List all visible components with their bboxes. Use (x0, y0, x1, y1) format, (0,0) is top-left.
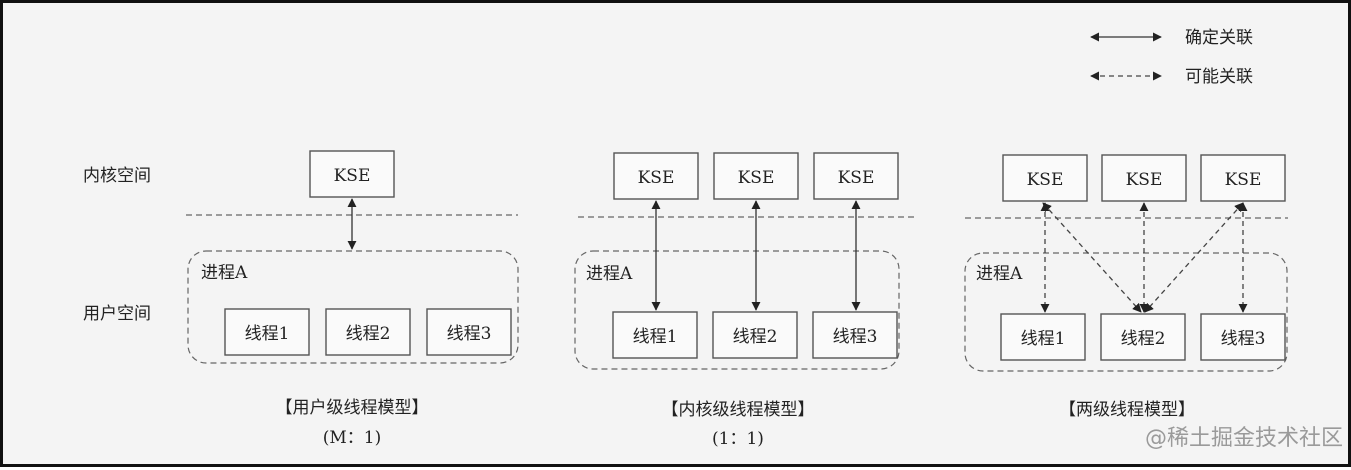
thread-label-1: 线程1 (245, 324, 290, 344)
thread-box-3 (1200, 313, 1286, 361)
user-level-model: KSE 进程A 线程1 线程2 线程3 【用户级线程模型】 (M：1) (186, 150, 519, 448)
kernel-level-model: KSE KSE KSE 进程A 线程1 线程2 线程3 【内核级线程模型】 (1… (574, 152, 918, 449)
legend: 确定关联 可能关联 (1090, 28, 1253, 87)
kse-label-2: KSE (1126, 170, 1163, 190)
kse-box-1 (613, 152, 699, 200)
kse-label-3: KSE (1225, 170, 1262, 190)
model-title: 【内核级线程模型】 (662, 400, 815, 420)
model-ratio: (1：1) (712, 429, 764, 449)
thread-label-1: 线程1 (1021, 329, 1066, 349)
watermark: @稀土掘金技术社区 (1145, 426, 1343, 451)
user-space-label: 用户空间 (83, 304, 151, 324)
possible-link-diagonal-2 (1144, 202, 1244, 313)
thread-box-2 (325, 308, 411, 356)
kse-box-1 (1002, 154, 1088, 202)
thread-models-diagram: 确定关联 可能关联 内核空间 用户空间 KSE 进程A 线程1 线程2 线程3 … (83, 28, 1343, 451)
thread-box-1 (224, 308, 310, 356)
thread-label-1: 线程1 (633, 327, 678, 347)
legend-possible-label: 可能关联 (1185, 67, 1253, 87)
kse-box (309, 150, 395, 198)
two-level-model: KSE KSE KSE 进程A 线程1 线程2 线程3 【两级线程模型】 (964, 154, 1288, 420)
thread-label-2: 线程2 (733, 327, 778, 347)
kse-label-1: KSE (638, 168, 675, 188)
kse-box-2 (713, 152, 799, 200)
kse-box-3 (1200, 154, 1286, 202)
kse-label-3: KSE (838, 168, 875, 188)
kse-box-3 (813, 152, 899, 200)
thread-label-3: 线程3 (1221, 329, 1266, 349)
thread-label-2: 线程2 (346, 324, 391, 344)
model-title: 【用户级线程模型】 (276, 398, 429, 418)
thread-box-2 (712, 311, 798, 359)
thread-box-1 (1000, 313, 1086, 361)
thread-box-2 (1100, 313, 1186, 361)
thread-label-2: 线程2 (1121, 329, 1166, 349)
model-title: 【两级线程模型】 (1059, 400, 1195, 420)
possible-link-diagonal-1 (1042, 202, 1142, 313)
process-label: 进程A (201, 263, 248, 283)
thread-label-3: 线程3 (447, 324, 492, 344)
thread-box-1 (612, 311, 698, 359)
thread-box-3 (812, 311, 898, 359)
kse-label: KSE (334, 166, 371, 186)
thread-label-3: 线程3 (833, 327, 878, 347)
process-boundary (574, 250, 900, 370)
process-label: 进程A (976, 264, 1023, 284)
legend-definite-label: 确定关联 (1185, 28, 1253, 48)
kse-label-1: KSE (1027, 170, 1064, 190)
kse-label-2: KSE (738, 168, 775, 188)
model-ratio: (M：1) (323, 428, 382, 448)
process-boundary (187, 250, 519, 364)
kse-box-2 (1101, 154, 1187, 202)
thread-box-3 (426, 308, 512, 356)
process-label: 进程A (586, 264, 633, 284)
kernel-space-label: 内核空间 (83, 166, 151, 186)
